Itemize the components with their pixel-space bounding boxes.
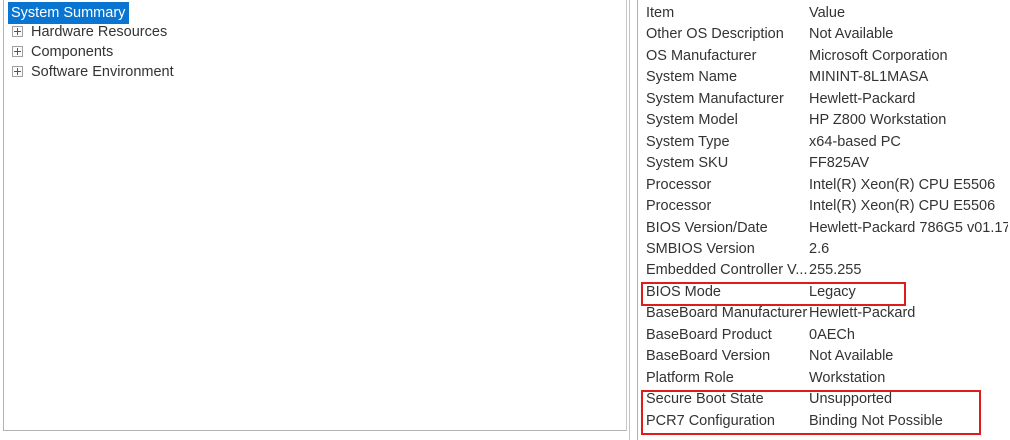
details-value-cell: Hewlett-Packard 786G5 v01.17, 8/ — [809, 219, 1010, 236]
tree-item-components[interactable]: Components — [4, 42, 116, 62]
details-value-cell: Intel(R) Xeon(R) CPU E5506 — [809, 176, 996, 193]
details-item-cell: OS Manufacturer — [646, 47, 757, 64]
details-item-cell: Item — [646, 5, 675, 21]
details-item-cell: SMBIOS Version — [646, 240, 755, 257]
details-item-cell: System Type — [646, 133, 730, 150]
tree-item-label: Software Environment — [31, 64, 174, 80]
details-value-cell: HP Z800 Workstation — [809, 112, 947, 129]
details-item-cell: Other OS Description — [646, 26, 784, 43]
details-item-cell: Platform Role — [646, 369, 734, 386]
details-value-cell: Microsoft Corporation — [809, 47, 948, 64]
details-item-cell: System SKU — [646, 155, 729, 172]
details-value-cell: 2.6 — [809, 240, 830, 257]
details-item-cell: Embedded Controller V... — [646, 262, 808, 279]
details-value-cell: Intel(R) Xeon(R) CPU E5506 — [809, 198, 996, 215]
details-value-cell: MININT-8L1MASA — [809, 69, 929, 86]
details-item-cell: System Model — [646, 112, 738, 129]
tree-item-software-environment[interactable]: Software Environment — [4, 62, 177, 82]
details-item-cell: Secure Boot State — [646, 391, 764, 408]
details-item-cell: BIOS Version/Date — [646, 219, 768, 236]
right-edge-clip — [1008, 0, 1010, 440]
details-value-cell: Unsupported — [809, 391, 893, 408]
details-value-cell: FF825AV — [809, 155, 870, 172]
details-item-cell: BaseBoard Product — [646, 326, 772, 343]
details-value-cell: Legacy — [809, 283, 856, 300]
details-value-cell: Binding Not Possible — [809, 412, 943, 429]
details-item-cell: BaseBoard Manufacturer — [646, 305, 808, 322]
tree-item-hardware-resources[interactable]: Hardware Resources — [4, 22, 170, 42]
tree-item-label: Components — [31, 44, 114, 60]
details-value-cell: Workstation — [809, 369, 886, 386]
details-item-cell: BIOS Mode — [646, 283, 721, 300]
tree-item-system-summary[interactable]: System Summary — [4, 2, 130, 24]
details-item-cell: Processor — [646, 176, 712, 193]
details-item-cell: BaseBoard Version — [646, 348, 771, 365]
details-item-cell: System Name — [646, 69, 738, 86]
details-item-cell: PCR7 Configuration — [646, 412, 775, 429]
plus-box-icon[interactable] — [12, 45, 23, 57]
plus-box-icon[interactable] — [12, 65, 23, 77]
details-value-cell: 255.255 — [809, 262, 862, 279]
details-value-cell: 0AECh — [809, 326, 855, 343]
details-item-cell: System Manufacturer — [646, 90, 784, 107]
details-value-cell: Value — [809, 5, 846, 21]
plus-box-icon[interactable] — [12, 25, 23, 37]
details-item-cell: Processor — [646, 198, 712, 215]
details-value-cell: x64-based PC — [809, 133, 901, 150]
details-value-cell: Hewlett-Packard — [809, 305, 916, 322]
panel-splitter[interactable] — [629, 0, 637, 440]
tree-item-label: System Summary — [8, 2, 130, 24]
tree-item-label: Hardware Resources — [31, 24, 168, 40]
details-value-cell: Hewlett-Packard — [809, 90, 916, 107]
details-value-cell: Not Available — [809, 26, 894, 43]
details-value-cell: Not Available — [809, 348, 894, 365]
